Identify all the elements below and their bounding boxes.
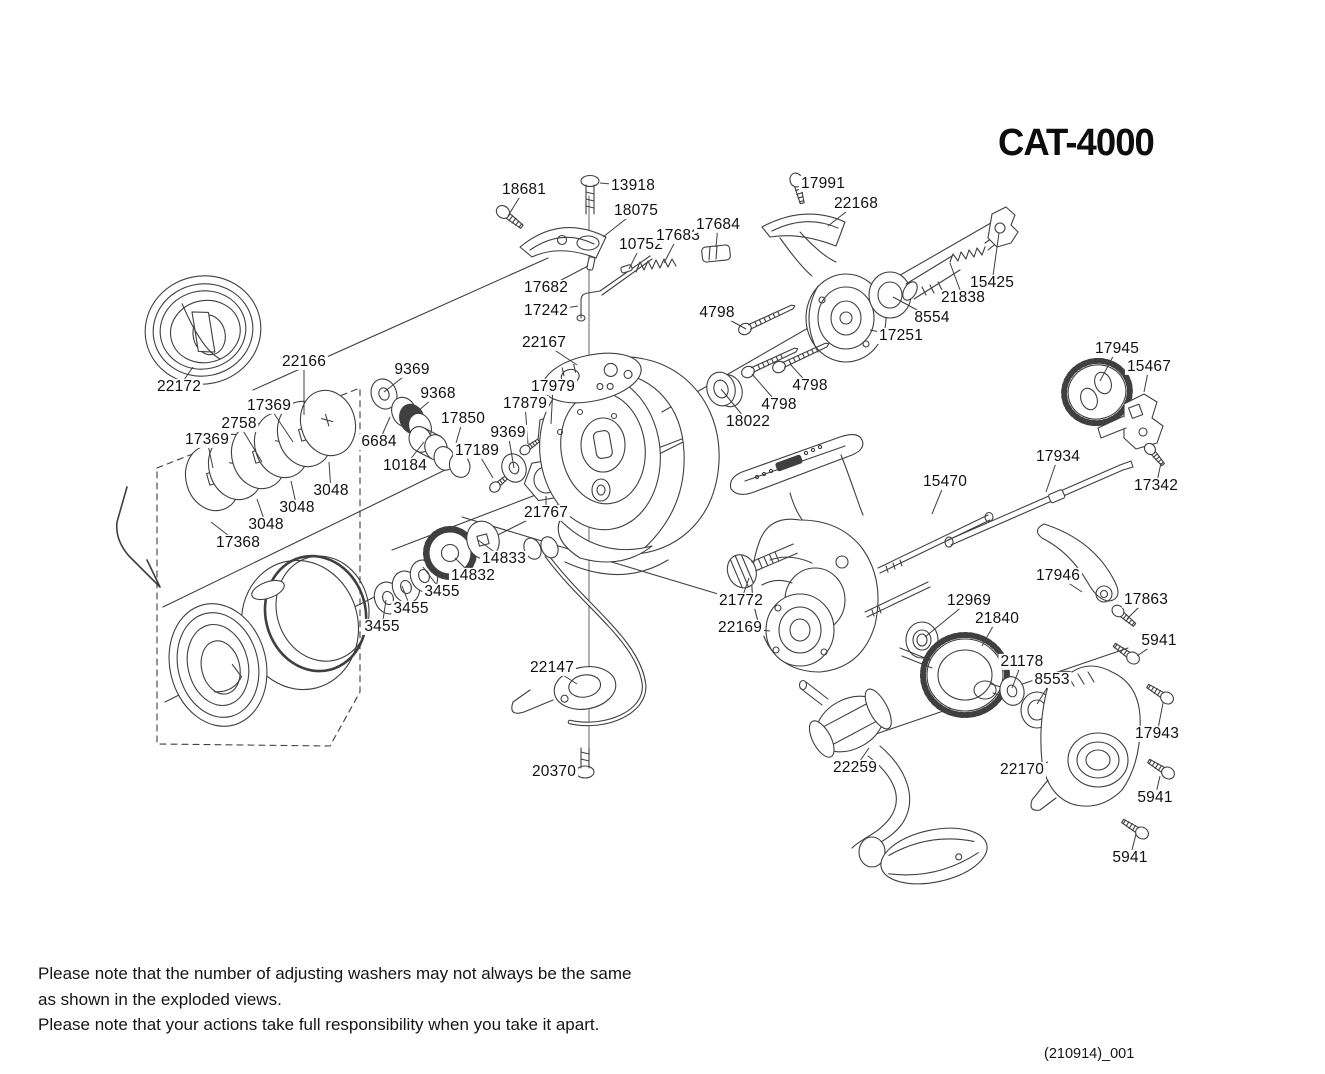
footnote-line: as shown in the exploded views.	[38, 989, 282, 1009]
leader-line-18681	[508, 190, 524, 216]
leader-line-5941	[1137, 641, 1159, 656]
bail-support-art	[493, 171, 845, 321]
leader-line-17682	[546, 266, 588, 288]
leader-line-4798	[717, 313, 746, 329]
bail-wire-art	[512, 529, 644, 778]
drag-washer-stack-art	[117, 384, 363, 587]
leader-line-20370	[554, 768, 576, 772]
leader-line-17683	[664, 236, 678, 263]
leader-line-15467	[1144, 367, 1149, 392]
leader-line-3048	[257, 499, 266, 525]
leader-line-15425	[992, 233, 999, 283]
leader-line-4798	[752, 374, 779, 405]
leader-line-17242	[546, 306, 578, 311]
leader-line-17946	[1058, 576, 1082, 592]
leader-line-17863	[1127, 600, 1146, 619]
leader-line-3048	[291, 481, 297, 508]
worm-gear-art	[945, 354, 1168, 547]
leader-line-21838	[950, 263, 963, 298]
gearing-art	[722, 513, 1053, 729]
leader-line-17342	[1156, 463, 1161, 486]
leader-line-17879	[525, 404, 528, 444]
spool-art	[156, 544, 386, 737]
rotor-art	[530, 345, 719, 574]
leader-line-4798	[790, 364, 810, 386]
leader-line-17368	[211, 522, 238, 543]
footnote-line: Please note that the number of adjusting…	[38, 964, 632, 983]
footnote-line: Please note that your actions take full …	[38, 1015, 600, 1034]
leader-line-15470	[932, 482, 945, 514]
footnote-block: Please note that the number of adjusting…	[38, 961, 631, 1038]
leader-line-13918	[600, 183, 633, 186]
leader-line-5941	[1130, 834, 1136, 858]
document-code: (210914)_001	[1044, 1046, 1135, 1062]
leader-line-5941	[1155, 776, 1160, 798]
leader-line-3048	[329, 462, 331, 491]
model-title: CAT-4000	[998, 122, 1155, 164]
side-cover-art	[1031, 524, 1178, 842]
leader-line-17189	[477, 451, 493, 478]
handle-art	[800, 681, 993, 893]
leader-line-17943	[1157, 703, 1163, 734]
leader-line-6684	[379, 417, 390, 442]
leader-line-17850	[452, 419, 463, 457]
leader-line-12969	[925, 601, 969, 637]
leader-line-18075	[603, 211, 636, 237]
pinion-group-art	[369, 457, 571, 619]
pinion-shaft-art	[703, 207, 1018, 410]
leader-line-17684	[716, 225, 718, 247]
leader-line-22259	[855, 748, 869, 768]
leader-line-17934	[1046, 457, 1058, 492]
drag-knob-art	[135, 265, 271, 395]
leader-line-22167	[544, 343, 577, 365]
